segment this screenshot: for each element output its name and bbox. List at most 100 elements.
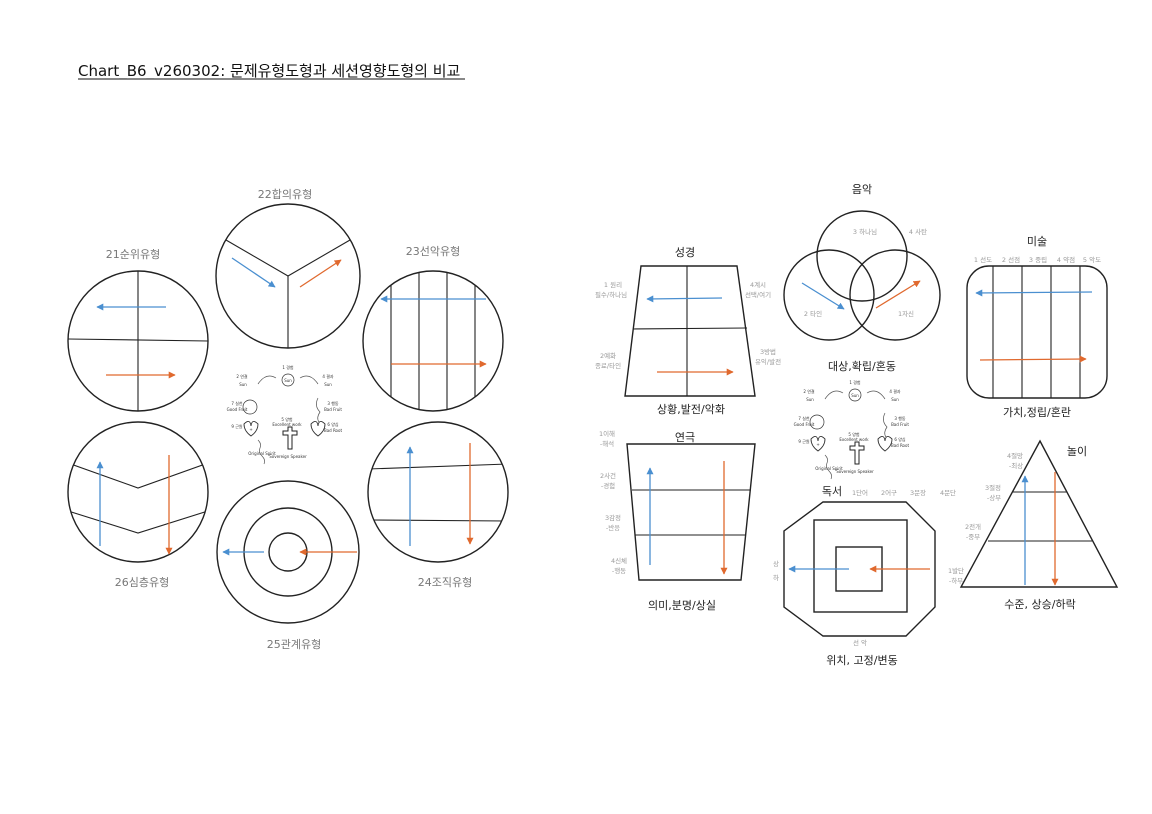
svg-text:9 근원: 9 근원 bbox=[798, 438, 809, 444]
music-title: 음악 bbox=[852, 183, 872, 196]
svg-text:3 행동: 3 행동 bbox=[327, 400, 338, 406]
shape-26-depth: 26심층유형 bbox=[67, 421, 209, 589]
svg-text:2 타인: 2 타인 bbox=[804, 309, 822, 318]
svg-text:1 경험: 1 경험 bbox=[849, 379, 860, 385]
svg-text:1이해: 1이해 bbox=[599, 429, 615, 438]
svg-text:6 양심: 6 양심 bbox=[327, 421, 338, 427]
cross-icon bbox=[282, 426, 298, 450]
reading-top-3: 3문장 bbox=[910, 488, 926, 497]
drama-title: 연극 bbox=[675, 431, 695, 444]
arrow-orange bbox=[875, 280, 921, 309]
sun-icon bbox=[848, 388, 862, 402]
svg-text:Bad Fruit: Bad Fruit bbox=[324, 407, 342, 412]
page-title: Chart_B6_v260302: 문제유형도형과 세션영향도형의 비교 bbox=[78, 62, 460, 81]
svg-text:2전개: 2전개 bbox=[965, 522, 981, 531]
svg-text:3방법: 3방법 bbox=[760, 347, 776, 356]
svg-text:-해석: -해석 bbox=[600, 439, 614, 448]
svg-text:필수/하나님: 필수/하나님 bbox=[595, 290, 627, 299]
drama-caption: 의미,분명/상실 bbox=[648, 599, 716, 612]
svg-text:Bad Root: Bad Root bbox=[891, 443, 910, 448]
svg-text:Excellent work: Excellent work bbox=[272, 422, 302, 427]
tree-good-icon bbox=[809, 414, 825, 430]
svg-text:1자신: 1자신 bbox=[898, 309, 914, 318]
label-22: 22합의유형 bbox=[258, 188, 312, 201]
art-col-5: 5 악도 bbox=[1083, 256, 1101, 264]
svg-text:4 사탄: 4 사탄 bbox=[909, 227, 927, 236]
art-col-1: 1 선도 bbox=[974, 255, 992, 264]
svg-text:9 근원: 9 근원 bbox=[231, 423, 242, 429]
svg-text:5 양험: 5 양험 bbox=[848, 431, 859, 437]
heart-plus-icon bbox=[243, 421, 259, 437]
art-caption: 가치,정립/혼란 bbox=[1003, 406, 1071, 419]
sun-icon bbox=[281, 373, 295, 387]
shape-play-triangle: 놀이 4절망 -최상 3절정 -상부 2전개 -중부 1발단 -하부 수준, 상… bbox=[948, 439, 1119, 611]
reading-title: 독서 bbox=[822, 485, 842, 498]
svg-text:Sovereign Speaker: Sovereign Speaker bbox=[836, 469, 874, 474]
svg-text:Sun: Sun bbox=[806, 397, 814, 402]
svg-text:-최상: -최상 bbox=[1009, 461, 1023, 470]
arrow-orange bbox=[979, 355, 1087, 363]
cross-icon bbox=[849, 441, 865, 465]
svg-text:4절망: 4절망 bbox=[1007, 451, 1023, 460]
svg-text:4신체: 4신체 bbox=[611, 556, 627, 565]
svg-text:-반응: -반응 bbox=[606, 523, 620, 532]
label-24: 24조직유형 bbox=[418, 576, 472, 589]
reading-top-1: 1단어 bbox=[852, 488, 868, 497]
svg-text:2 연결: 2 연결 bbox=[236, 373, 247, 379]
svg-text:+: + bbox=[816, 442, 819, 447]
heart-plus-icon bbox=[810, 436, 826, 452]
svg-text:6 양심: 6 양심 bbox=[894, 436, 905, 442]
arrow-blue bbox=[975, 289, 1093, 297]
art-col-3: 3 중립 bbox=[1029, 256, 1047, 264]
svg-text:Excellent work: Excellent work bbox=[839, 437, 869, 442]
label-26: 26심층유형 bbox=[115, 576, 169, 589]
svg-text:7 실천: 7 실천 bbox=[798, 415, 809, 421]
heart-minus-icon bbox=[310, 421, 326, 437]
label-23: 23선악유형 bbox=[406, 245, 460, 258]
heart-minus-icon bbox=[877, 436, 893, 452]
shape-art-square: 미술 1 선도 2 선점 3 중립 4 약점 5 악도 가치,정립/혼란 bbox=[966, 235, 1108, 419]
svg-text:4 결과: 4 결과 bbox=[322, 373, 333, 379]
shape-reading-octagon: 독서 1단어 2어구 3문장 4문단 상 하 선 악 위치, 고정/변동 bbox=[773, 485, 956, 667]
reading-caption: 위치, 고정/변동 bbox=[826, 654, 897, 667]
center-figure-right: 1 경험 Sun 2 연결 Sun 4 결과 Sun 7 실천 Good Fru… bbox=[794, 379, 910, 480]
play-caption: 수준, 상승/하락 bbox=[1004, 597, 1075, 611]
svg-text:3 행동: 3 행동 bbox=[894, 415, 905, 421]
svg-text:Good Fruit: Good Fruit bbox=[227, 407, 248, 412]
label-25: 25관계유형 bbox=[267, 638, 321, 651]
svg-text:Good Fruit: Good Fruit bbox=[794, 422, 815, 427]
play-title: 놀이 bbox=[1067, 445, 1087, 458]
svg-text:-행동: -행동 bbox=[612, 566, 626, 575]
tree-good-icon bbox=[242, 399, 258, 415]
arrow-blue bbox=[231, 257, 276, 288]
svg-text:3 하나님: 3 하나님 bbox=[853, 227, 877, 236]
reading-top-4: 4문단 bbox=[940, 488, 956, 497]
svg-text:-경험: -경험 bbox=[601, 481, 615, 490]
shape-23-good-evil: 23선악유형 bbox=[362, 245, 504, 412]
svg-text:Original Spirit: Original Spirit bbox=[248, 451, 276, 456]
svg-text:7 실천: 7 실천 bbox=[231, 400, 242, 406]
svg-text:Sun: Sun bbox=[239, 382, 247, 387]
svg-text:종료/타인: 종료/타인 bbox=[595, 361, 621, 370]
svg-text:-상부: -상부 bbox=[987, 493, 1001, 502]
svg-text:유익/발전: 유익/발전 bbox=[755, 357, 781, 366]
svg-text:-하부: -하부 bbox=[949, 576, 963, 585]
svg-text:Sun: Sun bbox=[324, 382, 332, 387]
shape-24-organization: 24조직유형 bbox=[367, 421, 509, 589]
svg-text:하: 하 bbox=[773, 573, 779, 582]
shape-bible-trapezoid: 성경 1 원리 필수/하나님 4계시 선택/여기 2예화 종료/타인 3방법 유… bbox=[595, 246, 781, 416]
bible-title: 성경 bbox=[675, 246, 695, 259]
shape-22-consensus: 22합의유형 bbox=[215, 188, 361, 349]
svg-text:Original Spirit: Original Spirit bbox=[815, 466, 843, 471]
reading-top-2: 2어구 bbox=[881, 488, 897, 497]
svg-text:4 결과: 4 결과 bbox=[889, 388, 900, 394]
art-title: 미술 bbox=[1027, 235, 1047, 248]
shape-music-venn: 음악 3 하나님 4 사탄 2 타인 1자신 대상,확립/혼동 bbox=[783, 183, 941, 373]
svg-text:선택/여기: 선택/여기 bbox=[745, 290, 771, 299]
arrow-orange bbox=[299, 259, 342, 288]
svg-text:2예화: 2예화 bbox=[600, 351, 616, 360]
svg-text:3감정: 3감정 bbox=[605, 513, 621, 522]
shape-21-ranking: 21순위유형 bbox=[67, 248, 209, 412]
bible-caption: 상황,발전/악화 bbox=[657, 403, 725, 416]
